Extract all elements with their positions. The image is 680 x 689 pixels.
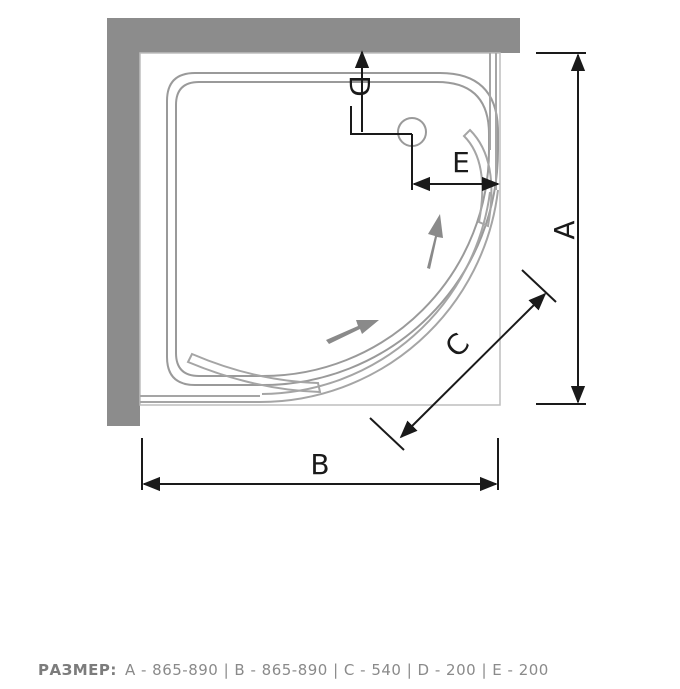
caption-lead: РАЗМЕР: xyxy=(38,661,117,679)
tray-inner-rim xyxy=(175,81,490,377)
dimension-c xyxy=(369,269,557,451)
label-a: A xyxy=(548,220,581,239)
dimension-d xyxy=(350,50,412,135)
dimension-c-arrow xyxy=(399,292,547,439)
side-wall xyxy=(107,18,140,426)
dimension-b xyxy=(141,438,499,492)
size-caption: РАЗМЕР: A - 865-890 | B - 865-890 | C - 5… xyxy=(38,661,658,679)
door-opening-arrows xyxy=(326,214,443,344)
door-arrow-right xyxy=(427,214,443,269)
dimension-c-tick-top xyxy=(521,269,557,303)
sliding-panel-right xyxy=(462,128,493,228)
dimension-e xyxy=(411,134,500,192)
floor-panel xyxy=(139,52,501,406)
label-d: D xyxy=(343,75,376,97)
door-arrow-bottom xyxy=(326,320,379,344)
back-wall xyxy=(107,18,520,53)
dimension-c-tick-bottom xyxy=(369,417,405,451)
label-b: B xyxy=(310,448,329,481)
walls xyxy=(107,18,520,426)
sliding-panel-bottom xyxy=(186,352,322,394)
label-e: E xyxy=(452,146,470,179)
caption-text: A - 865-890 | B - 865-890 | C - 540 | D … xyxy=(124,661,549,679)
